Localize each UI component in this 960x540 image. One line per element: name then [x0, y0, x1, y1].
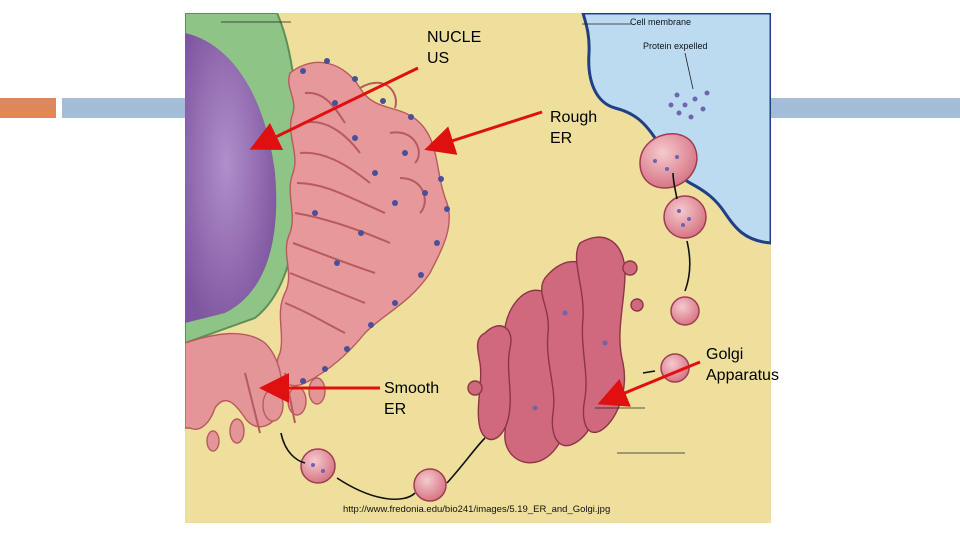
secretory-vesicle-fusing: [639, 133, 698, 189]
protein-expelled-caption: Protein expelled: [643, 41, 708, 51]
flow-arrows: [280, 172, 691, 501]
rough-er-arrow: [424, 110, 543, 155]
transport-vesicle-middle: [670, 296, 700, 326]
er-golgi-illustration: Cell membrane Protein expelled http://ww…: [185, 13, 771, 523]
cell-membrane-caption: Cell membrane: [630, 17, 692, 27]
vesicles: [300, 133, 707, 502]
rough-er: [276, 61, 450, 387]
accent-bar-left: [0, 98, 56, 118]
vesicle-protein-dots: [311, 155, 691, 473]
rough-er-label: Rough ER: [550, 109, 598, 147]
nucleus: [185, 33, 277, 323]
leader-lines: [221, 21, 694, 454]
expelled-proteins: [668, 90, 710, 120]
nucleus-label: NUCLE US: [427, 29, 482, 67]
er-vesicle-bottom: [413, 468, 447, 502]
smooth-er-label: Smooth ER: [384, 380, 440, 418]
golgi-arrow: [597, 360, 701, 407]
nucleus-arrow: [249, 66, 419, 151]
golgi-apparatus-label: Golgi Apparatus: [706, 346, 779, 384]
er-vesicle-left: [300, 448, 336, 484]
transport-vesicle-upper: [663, 195, 707, 239]
source-url-caption: http://www.fredonia.edu/bio241/images/5.…: [343, 504, 611, 515]
cell-diagram-svg: [185, 13, 771, 523]
